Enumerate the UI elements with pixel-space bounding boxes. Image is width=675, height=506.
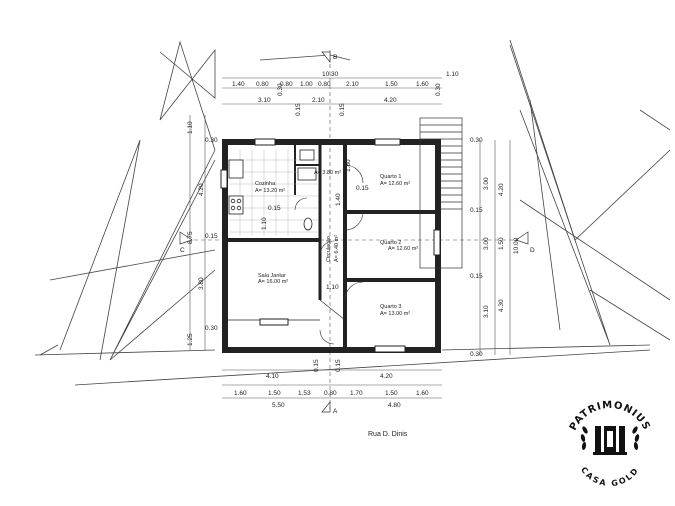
bottom-dim-2: 0.15: [313, 359, 320, 372]
top-dim-6: 2.10: [346, 81, 359, 88]
top-dim-1: 1.40: [232, 81, 245, 88]
room-area-sala: A= 16.00 m²: [258, 279, 288, 285]
right-dim-inner-2: 3.00: [483, 177, 490, 190]
logo-columns-icon: [593, 426, 627, 455]
top-right-dim: 1.10: [446, 71, 459, 78]
top-small-4: 0.30: [435, 83, 442, 96]
bottom-dim-row2-3: 1.53: [298, 390, 311, 397]
bottom-dim-row2-6: 1.50: [385, 390, 398, 397]
room-area-circulacao: A= 6.40 m²: [334, 235, 340, 262]
room-name-sala: Sala Jantar: [258, 273, 286, 279]
inner-dim-4: 0.15: [268, 205, 281, 212]
top-small-1: 0.30: [277, 83, 284, 96]
windows: [220, 138, 441, 353]
patrimonius-logo: PATRIMONIUS CASA GOLD: [568, 400, 651, 488]
top-small-3: 0.15: [339, 103, 346, 116]
right-dim-inner-5: 0.15: [470, 273, 483, 280]
section-mark-a: A: [333, 408, 338, 415]
right-dim-inner-4: 3.00: [483, 237, 490, 250]
top-small-2: 0.15: [295, 103, 302, 116]
top-dim-4: 1.00: [300, 81, 313, 88]
left-dim-3: 4.20: [198, 183, 205, 196]
room-area-wc: A= 3.80 m²: [314, 170, 341, 176]
right-dim-outer-3: 4.30: [498, 299, 505, 312]
right-dim-outer-2: 1.50: [498, 237, 505, 250]
top-dim-3: 0.80: [280, 81, 293, 88]
bottom-dim-row2-7: 1.60: [416, 390, 429, 397]
street-label: Rua D. Dinis: [368, 431, 408, 438]
right-dim-inner-3: 0.15: [470, 207, 483, 214]
bottom-dim-row2-5: 1.70: [350, 390, 363, 397]
laurel-right-icon: [632, 426, 640, 450]
top-dim-8: 1.60: [416, 81, 429, 88]
room-name-circulacao: Circulação: [326, 236, 332, 262]
room-name-quarto3: Quarto 3: [380, 304, 401, 310]
right-dim-outer-1: 4.20: [498, 183, 505, 196]
dimension-lines: [180, 50, 530, 410]
inner-dim-1: 1.80: [345, 159, 352, 172]
logo-bottom-text: CASA GOLD: [579, 465, 641, 488]
site-lines: [34, 39, 671, 386]
kitchen-fixtures: [228, 149, 317, 231]
inner-dim-2: 0.15: [356, 185, 369, 192]
right-total-dim: 10.00: [513, 237, 520, 254]
left-dim-7: 0.30: [205, 325, 218, 332]
top-total-dim: 10.30: [322, 71, 339, 78]
room-name-quarto2: Quarto 2: [380, 240, 401, 246]
bottom-dim-1: 4.10: [266, 373, 279, 380]
top-dim-7: 1.50: [385, 81, 398, 88]
left-dim-8: 1.25: [187, 333, 194, 346]
room-area-quarto1: A= 12.60 m²: [380, 181, 410, 187]
exterior-stairs: [419, 117, 463, 269]
room-area-cozinha: A= 13.20 m²: [255, 188, 285, 194]
right-dim-inner-7: 0.30: [470, 351, 483, 358]
left-dim-1: 1.10: [187, 121, 194, 134]
bottom-dim-row2-2: 1.50: [268, 390, 281, 397]
room-area-quarto2: A= 12.60 m²: [388, 246, 418, 252]
bottom-dim-row2-1: 1.60: [234, 390, 247, 397]
top-dim-row2-1: 3.10: [258, 97, 271, 104]
right-dim-inner-6: 3.10: [483, 305, 490, 318]
laurel-left-icon: [580, 426, 588, 450]
left-dim-5: 0.15: [205, 233, 218, 240]
left-dim-4: 8.75: [187, 231, 194, 244]
bottom-dim-4: 4.20: [380, 373, 393, 380]
bottom-dim-3: 0.15: [335, 359, 342, 372]
room-area-quarto3: A= 13.00 m²: [380, 311, 410, 317]
right-dim-inner-1: 0.30: [470, 137, 483, 144]
section-mark-d: D: [530, 247, 535, 254]
bottom-total-2: 4.80: [388, 402, 401, 409]
room-name-quarto1: Quarto 1: [380, 174, 401, 180]
section-markers: [179, 51, 529, 413]
inner-dim-3: 1.40: [335, 193, 342, 206]
room-name-cozinha: Cozinha: [255, 181, 276, 187]
inner-dim-6: 1.10: [261, 217, 268, 230]
top-dim-row2-3: 4.20: [384, 97, 397, 104]
bottom-dim-row2-4: 0.80: [324, 390, 337, 397]
inner-dim-5: 1.10: [326, 284, 339, 291]
left-dim-2: 0.30: [205, 137, 218, 144]
section-mark-c: C: [180, 247, 185, 254]
section-mark-b: B: [333, 54, 337, 61]
door-swings: [294, 164, 364, 345]
top-dim-2: 0.80: [256, 81, 269, 88]
bottom-total-1: 5.50: [272, 402, 285, 409]
top-dim-5: 0.80: [318, 81, 331, 88]
top-dim-row2-2: 2.10: [312, 97, 325, 104]
left-dim-6: 3.80: [198, 277, 205, 290]
